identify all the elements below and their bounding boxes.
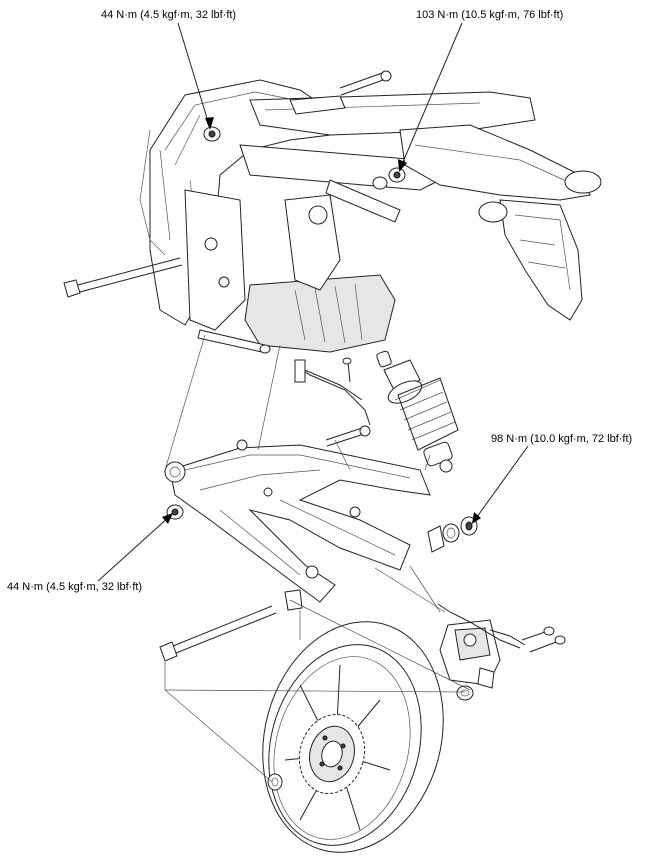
torque-callout-frame-bolt: 44 N·m (4.5 kgf·m, 32 lbf·ft) xyxy=(101,9,237,21)
leader-lines xyxy=(97,22,529,582)
swingarm xyxy=(164,439,431,611)
rear-caliper-assembly xyxy=(437,603,566,701)
torque-callout-pivot-nut: 44 N·m (4.5 kgf·m, 32 lbf·ft) xyxy=(7,581,143,593)
frame-assembly xyxy=(63,70,602,354)
torque-callout-shock-upper-nut: 103 N·m (10.5 kgf·m, 76 lbf·ft) xyxy=(416,9,564,21)
shock-upper-mount-nut xyxy=(372,167,406,190)
rear-shock-absorber xyxy=(376,350,459,473)
pivot-bolt-upper xyxy=(63,257,183,298)
shock-lower-nut-washers xyxy=(427,516,478,553)
pivot-axle-lower xyxy=(159,605,277,662)
rear-wheel xyxy=(262,621,444,853)
torque-callout-shock-lower-nut: 98 N·m (10.0 kgf·m, 72 lbf·ft) xyxy=(491,433,633,445)
frame-bolt-top-left xyxy=(203,126,221,142)
assembly-guide-lines xyxy=(164,334,471,783)
harness-and-bolts xyxy=(294,357,371,447)
shock-lower-bolt xyxy=(325,425,371,447)
